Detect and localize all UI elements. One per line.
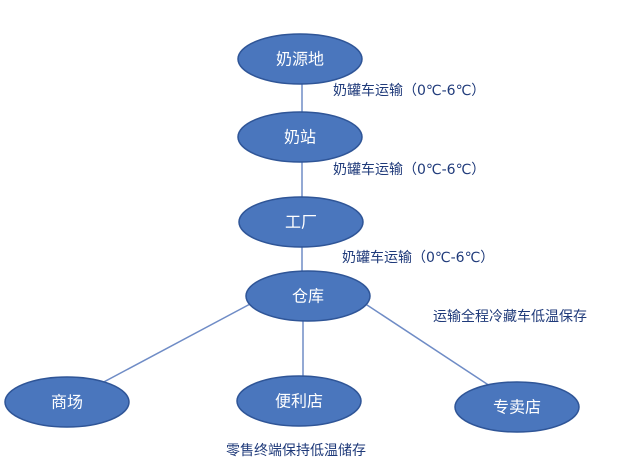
node-specialty: 专卖店: [454, 381, 580, 433]
node-source: 奶源地: [237, 33, 363, 85]
retail-storage-label: 零售终端保持低温储存: [226, 443, 366, 459]
transport-label-1: 奶罐车运输（0℃-6℃）: [333, 82, 485, 99]
node-convenience: 便利店: [236, 375, 362, 427]
transport-label-2: 奶罐车运输（0℃-6℃）: [333, 161, 485, 178]
node-station: 奶站: [237, 111, 363, 163]
node-mall: 商场: [4, 376, 130, 428]
node-station-label: 奶站: [284, 128, 316, 147]
node-factory-label: 工厂: [285, 213, 317, 232]
edge-warehouse-mall: [99, 302, 253, 385]
node-source-label: 奶源地: [276, 50, 324, 69]
cold-chain-label: 运输全程冷藏车低温保存: [433, 308, 587, 325]
node-convenience-label: 便利店: [275, 392, 323, 411]
node-factory: 工厂: [238, 196, 364, 248]
node-warehouse-label: 仓库: [292, 287, 324, 306]
connectors: [99, 83, 491, 387]
node-mall-label: 商场: [51, 393, 83, 412]
node-warehouse: 仓库: [245, 270, 371, 322]
node-specialty-label: 专卖店: [493, 398, 541, 417]
transport-label-3: 奶罐车运输（0℃-6℃）: [342, 249, 494, 266]
edge-warehouse-specialty: [363, 302, 491, 387]
